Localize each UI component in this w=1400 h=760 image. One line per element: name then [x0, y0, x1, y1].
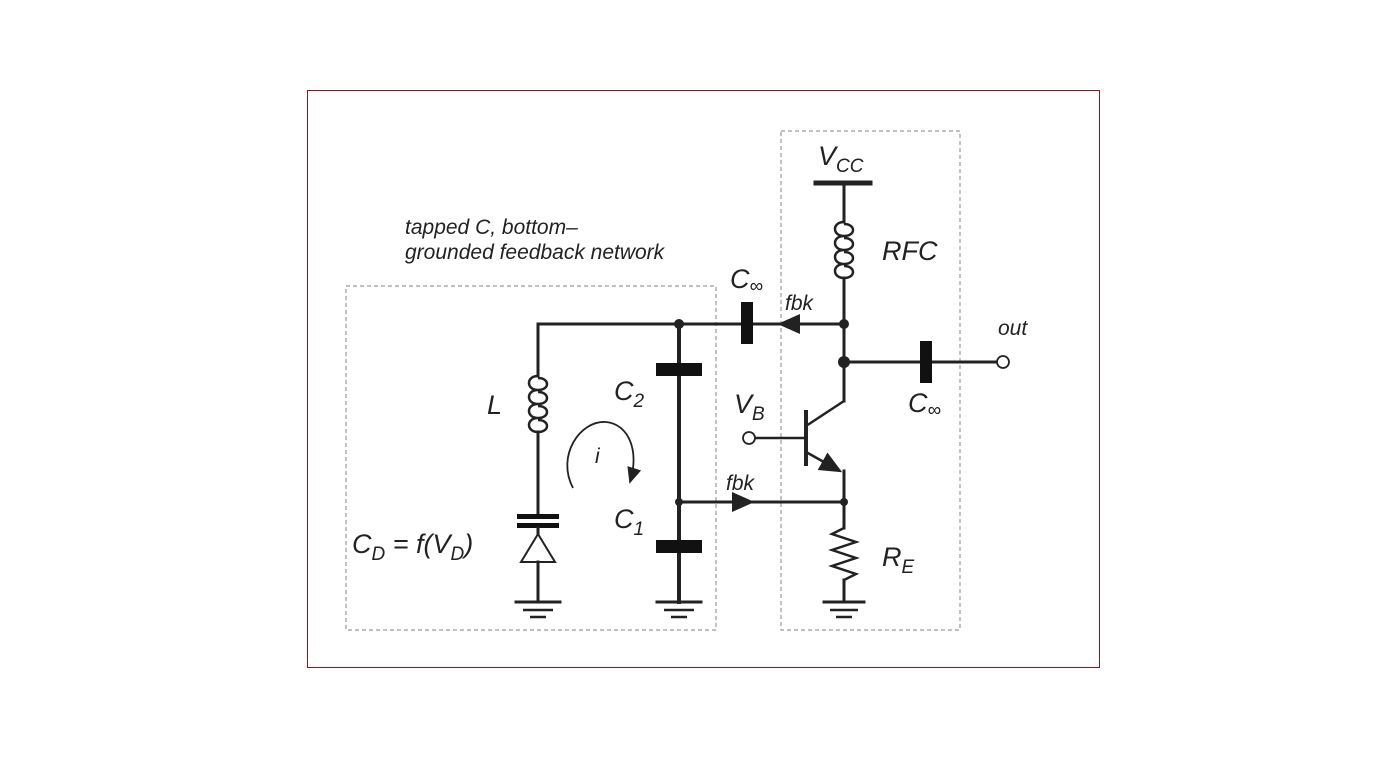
cd-label: CD = f(VD) — [352, 529, 473, 565]
c1-label: C1 — [614, 504, 644, 540]
bjt-transistor — [804, 399, 846, 504]
current-label: i — [595, 445, 601, 468]
current-loop-arrow — [566, 421, 642, 489]
network-label-line2: grounded feedback network — [405, 241, 666, 264]
c2-capacitor — [656, 363, 702, 376]
vb-terminal — [742, 431, 756, 445]
ground-symbol — [822, 600, 866, 619]
out-label: out — [998, 317, 1028, 340]
output-terminal — [996, 355, 1010, 369]
re-resistor — [828, 526, 860, 582]
node-collector-top — [839, 319, 849, 329]
ground-symbol — [514, 600, 562, 619]
ground-symbol — [655, 600, 703, 619]
network-label-line1: tapped C, bottom– — [405, 216, 578, 239]
rfc-label: RFC — [882, 236, 938, 266]
l-label: L — [487, 390, 502, 420]
c-inf-out-label: C∞ — [908, 388, 941, 421]
c-inf-out-capacitor — [920, 341, 932, 383]
fbk-top-label: fbk — [785, 292, 815, 315]
varactor-diode — [517, 514, 559, 604]
rfc-inductor — [833, 220, 855, 280]
re-label: RE — [882, 542, 915, 578]
c-inf-top-label: C∞ — [730, 264, 763, 297]
vcc-label: VCC — [818, 141, 864, 177]
vb-label: VB — [734, 389, 765, 425]
l-inductor — [527, 374, 549, 434]
figure-frame — [307, 90, 1100, 668]
c1-capacitor — [656, 540, 702, 553]
fbk-bottom-label: fbk — [726, 472, 756, 495]
node-collector — [838, 356, 850, 368]
c2-label: C2 — [614, 376, 645, 412]
amplifier-box — [780, 130, 961, 631]
feedback-network-box — [345, 285, 717, 631]
